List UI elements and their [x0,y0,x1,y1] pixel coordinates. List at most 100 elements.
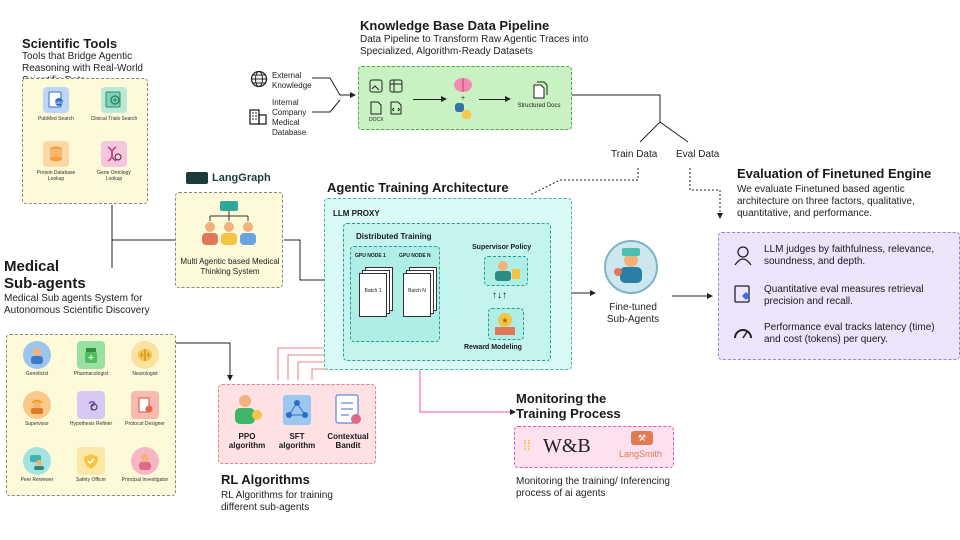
trophy-icon: ★ [495,313,515,335]
tool-gene-ontology[interactable]: Gene Ontology Lookup [89,141,139,182]
shield-icon [77,447,105,475]
llm-proxy-label: LLM PROXY [333,209,380,218]
svg-text:+: + [461,95,465,102]
svg-text:?: ? [88,398,96,413]
agent-supervisor[interactable]: Supervisor [11,391,63,427]
sft-icon [283,395,311,425]
agent-principal-investigator[interactable]: Principal Investigator [119,447,171,483]
langgraph-icon [186,172,208,184]
langgraph-panel: Multi Agentic based Medical Thinking Sys… [175,192,283,288]
agent-neurologist[interactable]: Neurologist [119,341,171,377]
tool-pubmed[interactable]: MED PubMed Search [31,87,81,122]
monitoring-subtitle: Monitoring the training/ Inferencing pro… [516,476,670,499]
wandb-dots-icon: ⁞⁞ [523,437,531,453]
reward-modeling-label: Reward Modeling [464,344,522,351]
kb-arrow-2-head [505,96,511,102]
evaluation-subtitle: We evaluate Finetuned based agentic arch… [737,184,915,219]
feedback-arrows: ↑↓↑ [492,290,507,301]
rl-subtitle: RL Algorithms for training different sub… [221,490,333,513]
agent-safety-officer[interactable]: Safety Officer [65,447,117,483]
protocol-icon [131,391,159,419]
rl-title: RL Algorithms [221,472,310,487]
kb-arrow-1 [413,99,443,100]
agent-pharmacologist[interactable]: Pharmacologist [65,341,117,377]
svg-text:MED: MED [55,100,64,105]
ppo-icon [235,395,262,424]
evaluation-panel [718,232,960,360]
brain-icon [131,341,159,369]
docx-icon: DOCX [369,101,383,123]
scientific-tools-panel: MED PubMed Search Clinical Trials Search… [22,78,148,204]
wandb-logo: W&B [543,435,591,457]
medical-panel: Geneticist Pharmacologist Neurologist Su… [6,334,176,496]
langsmith-logo: LangSmith [619,449,663,459]
agent-peer-reviewer[interactable]: Peer Reviewer [11,447,63,483]
building-icon [248,106,268,131]
eval-item-judges: LLM judges by faithfulness, relevance, s… [732,244,954,268]
distributed-panel: Distributed Training GPU NODE 1 GPU NODE… [343,223,551,361]
peer-reviewer-icon [23,447,51,475]
medical-title: Medical Sub-agents [4,258,86,292]
kb-arrow-1-head [441,96,447,102]
batch-1-card: Batch 1 [359,273,387,317]
supervisor-policy-label: Supervisor Policy [472,244,532,251]
gpu-node-1-label: GPU NODE 1 [355,253,386,259]
agent-geneticist[interactable]: Geneticist [11,341,63,377]
finetuned-icon [604,240,658,294]
tool-protein-database[interactable]: Protein Database Lookup [31,141,81,182]
langgraph-logo: LangGraph [186,172,271,184]
kb-subtitle: Data Pipeline to Transform Raw Agentic T… [360,34,589,57]
gpu-node-n-label: GPU NODE N [399,253,431,259]
medical-subtitle: Medical Sub agents System for Autonomous… [4,293,150,316]
precision-icon [732,284,754,306]
geneticist-icon [23,341,51,369]
external-knowledge-label: External Knowledge [272,71,312,90]
supervisor-icon [23,391,51,419]
image-doc-icon [369,79,383,98]
brain-python-icon: + [451,75,475,128]
langsmith-icon: ⚒ [631,431,653,445]
rl-panel: PPO algorithm SFT algorithm Contextual B… [218,384,376,464]
pubmed-icon: MED [43,87,69,113]
internal-database-label: Internal Company Medical Database [272,98,307,137]
arch-title: Agentic Training Architecture [327,180,509,195]
agent-protocol-designer[interactable]: Protocol Designer [119,391,171,427]
supervisor-policy-box [484,256,528,286]
gpu-panel: GPU NODE 1 GPU NODE N Batch 1 Batch N [350,246,440,342]
pill-bottle-icon [77,341,105,369]
table-doc-icon [389,79,403,98]
kb-panel: DOCX + Structured Docs [358,66,572,130]
distributed-label: Distributed Training [356,232,432,241]
ppo-item[interactable]: PPO algorithm [225,393,269,450]
clinical-trials-icon [101,87,127,113]
code-doc-icon [389,101,403,120]
monitoring-panel: ⁞⁞ W&B ⚒ LangSmith [514,426,674,468]
langgraph-caption: Multi Agentic based Medical Thinking Sys… [180,257,280,276]
structured-docs-icon [531,81,549,104]
sft-item[interactable]: SFT algorithm [275,393,319,450]
principal-investigator-icon [131,447,159,475]
gauge-icon [732,322,754,344]
kb-arrow-2 [479,99,507,100]
structured-docs-label: Structured Docs [517,103,561,109]
tool-clinical-trials[interactable]: Clinical Trials Search [89,87,139,122]
evaluation-title: Evaluation of Finetuned Engine [737,166,932,181]
judge-icon [732,244,754,266]
finetuned-label: Fine-tuned Sub-Agents [606,302,660,325]
hypothesis-icon: ? [77,391,105,419]
protein-database-icon [43,141,69,167]
agent-hypothesis-refiner[interactable]: ? Hypothesis Refiner [65,391,117,427]
svg-text:★: ★ [501,316,508,325]
supervisor-policy-icon [495,261,520,281]
gene-ontology-icon [101,141,127,167]
eval-item-performance: Performance eval tracks latency (time) a… [732,322,954,346]
globe-icon [250,70,268,93]
eval-data-label: Eval Data [676,149,720,160]
reward-box: ★ [488,308,524,340]
llm-proxy-panel: LLM PROXY Distributed Training GPU NODE … [324,198,572,370]
eval-item-quantitative: Quantitative eval measures retrieval pre… [732,284,954,308]
bandit-item[interactable]: Contextual Bandit [323,393,373,450]
train-data-label: Train Data [611,149,658,160]
bandit-icon [335,394,361,424]
batch-n-card: Batch N [403,273,431,317]
